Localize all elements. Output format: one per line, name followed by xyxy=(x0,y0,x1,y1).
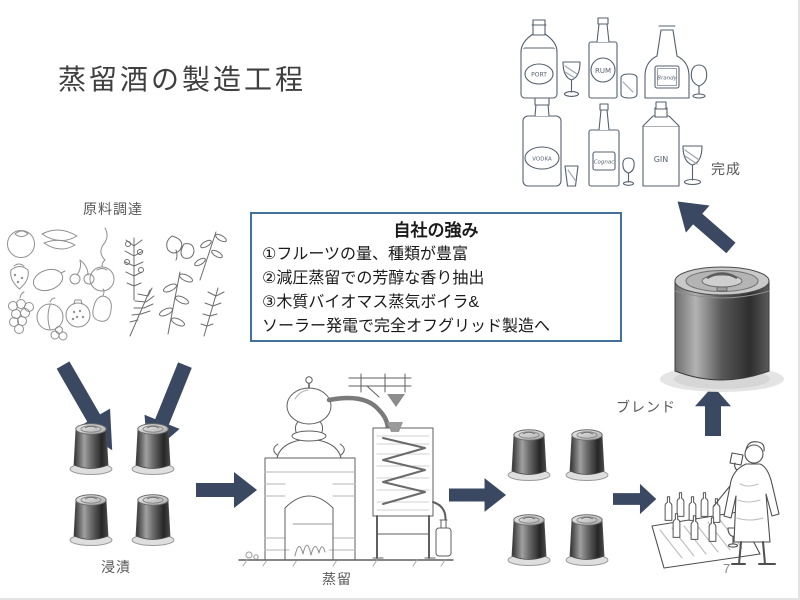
bottles-illustration: PORT RUM Brandy VODKA Cognac GIN xyxy=(520,17,708,187)
bottle-label-vodka: VODKA xyxy=(532,157,552,163)
page-number: 7 xyxy=(723,561,731,576)
blender-illustration xyxy=(651,441,780,569)
label-distillation: 蒸留 xyxy=(322,571,352,587)
strengths-line: ソーラー発電で完全オフグリッド製造へ xyxy=(262,318,551,335)
strengths-box-title: 自社の強み xyxy=(393,221,479,240)
botanicals-illustration xyxy=(124,231,227,337)
drum-illustration xyxy=(564,423,610,481)
drum-illustration xyxy=(130,488,176,546)
label-maceration: 浸漬 xyxy=(101,559,131,575)
strengths-line: ①フルーツの量、種類が豊富 xyxy=(262,246,469,263)
strengths-line: ③木質バイオマス蒸気ボイラ& xyxy=(262,294,480,311)
bottle-label-brandy: Brandy xyxy=(657,76,677,82)
page-title: 蒸留酒の製造工程 xyxy=(58,64,307,95)
drum-illustration xyxy=(506,508,552,566)
label-finish: 完成 xyxy=(711,161,741,177)
drum-illustration xyxy=(68,488,114,546)
strengths-box: 自社の強み ①フルーツの量、種類が豊富 ②減圧蒸留での芳醇な香り抽出 ③木質バイ… xyxy=(250,212,622,342)
right-arrow-icon xyxy=(196,472,257,508)
keg-illustration xyxy=(660,266,784,392)
diagonal-arrow-icon xyxy=(664,186,743,262)
strengths-line: ②減圧蒸留での芳醇な香り抽出 xyxy=(262,270,485,287)
bottle-label-gin: GIN xyxy=(654,155,669,164)
label-sourcing: 原料調達 xyxy=(83,201,143,217)
bottle-label-rum: RUM xyxy=(595,67,611,75)
drum-illustration xyxy=(564,508,610,566)
right-arrow-icon xyxy=(613,483,657,515)
drum-illustration xyxy=(130,417,176,475)
fruits-illustration xyxy=(7,227,115,341)
label-blend: ブレンド xyxy=(616,399,676,415)
bottle-label-cognac: Cognac xyxy=(594,160,615,166)
still-illustration xyxy=(238,373,454,567)
right-arrow-icon xyxy=(449,478,507,512)
drum-illustration xyxy=(506,423,552,481)
bottle-label-port: PORT xyxy=(531,72,547,79)
up-arrow-icon xyxy=(695,386,731,436)
drum-illustration xyxy=(68,417,114,475)
